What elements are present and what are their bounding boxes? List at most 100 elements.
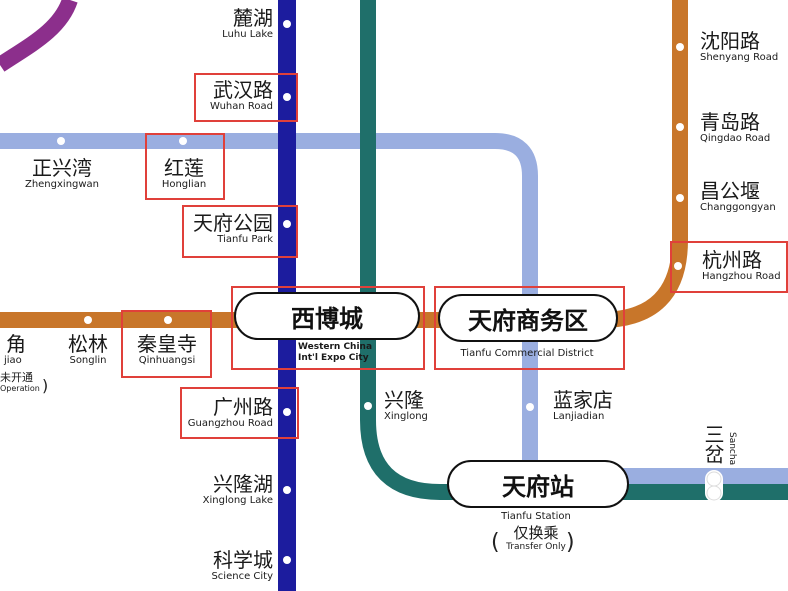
station-xinglong-lake[interactable]: 兴隆湖 Xinglong Lake (203, 474, 273, 506)
station-note-en: Operation (0, 384, 40, 393)
highlight-box (145, 133, 225, 200)
station-sancha-en: Sancha (727, 432, 737, 465)
station-tianfu-cbd-en: Tianfu Commercial District (436, 347, 618, 359)
station-name-en: Zhengxingwan (24, 179, 100, 190)
station-dot (676, 123, 684, 131)
station-note: 未开通 (0, 371, 33, 384)
teal-line (360, 0, 788, 500)
station-name-en: jiao (4, 355, 22, 366)
station-name-zh: 蓝家店 (553, 388, 613, 412)
highlight-box (182, 205, 298, 258)
svg-text:): ) (566, 530, 575, 555)
station-name-zh: 武汉路 (213, 78, 273, 102)
station-tianfu-station-info: Tianfu Station 仅换乘 Transfer Only (446, 510, 626, 552)
station-xibocheng-hub[interactable]: 西博城 (234, 292, 420, 340)
station-name-zh: 青岛路 (700, 110, 760, 134)
station-dot (526, 403, 534, 411)
station-songlin[interactable]: 松林 Songlin (58, 334, 118, 366)
station-zhengxingwan[interactable]: 正兴湾 Zhengxingwan (20, 158, 104, 190)
purple-line (0, 0, 78, 72)
station-honglian[interactable]: 红莲 Honglian (146, 158, 222, 190)
station-name-zh: 兴隆湖 (213, 472, 273, 496)
station-guangzhou-road[interactable]: 广州路 Guangzhou Road (188, 397, 273, 429)
station-tianfu-park[interactable]: 天府公园 Tianfu Park (193, 213, 273, 245)
station-name-en: Songlin (69, 355, 107, 366)
station-name-en: Science City (211, 571, 273, 582)
station-dot (283, 20, 291, 28)
station-name-zh: 秦皇寺 (137, 332, 197, 356)
station-science-city[interactable]: 科学城 Science City (211, 550, 273, 582)
station-changgongyan[interactable]: 昌公堰 Changgongyan (700, 181, 776, 213)
station-dot (674, 262, 682, 270)
station-name-en: Western China (298, 342, 373, 352)
station-dot (676, 43, 684, 51)
station-dot (283, 486, 291, 494)
station-name-zh: 天府商务区 (468, 306, 588, 335)
station-name-zh: 广州路 (213, 395, 273, 419)
station-partial-left[interactable]: 角 jiao 未开通 Operation (0, 334, 40, 393)
station-name-en: Qinhuangsi (138, 355, 196, 366)
station-name-en: Changgongyan (700, 202, 776, 213)
station-luhu[interactable]: 麓湖 Luhu Lake (222, 8, 273, 40)
station-dot (283, 220, 291, 228)
station-dot (283, 93, 291, 101)
highlight-box (194, 73, 298, 122)
station-tianfu-cbd-hub[interactable]: 天府商务区 (438, 294, 618, 342)
station-sancha[interactable]: 三岔 (701, 424, 725, 468)
station-xinglong[interactable]: 兴隆 Xinglong (384, 390, 428, 422)
highlight-box (231, 286, 425, 370)
station-name-en: Tianfu Station (501, 511, 571, 522)
station-name-zh: 角 (6, 332, 26, 356)
station-name-en: Honglian (161, 179, 207, 190)
station-hangzhou-road[interactable]: 杭州路 Hangzhou Road (702, 250, 781, 282)
station-name-en: Shenyang Road (700, 52, 779, 63)
station-xibocheng-en: Western China Int'l Expo City (298, 341, 372, 363)
svg-text:(: ( (491, 530, 500, 555)
station-dot (283, 556, 291, 564)
lightblue-line (0, 133, 788, 484)
station-name-en: Guangzhou Road (187, 418, 273, 429)
station-name-zh: 西博城 (291, 304, 363, 333)
station-tianfu-station-hub[interactable]: 天府站 (447, 460, 629, 508)
station-name-zh: 沈阳路 (700, 29, 760, 53)
station-name-zh: 红莲 (164, 156, 204, 180)
highlight-box (180, 387, 299, 439)
highlight-box (670, 241, 788, 293)
station-name-zh: 科学城 (213, 548, 273, 572)
station-name-en: Qingdao Road (700, 133, 771, 144)
station-name-zh: 兴隆 (384, 388, 424, 412)
station-note-en: Transfer Only (506, 542, 566, 552)
station-name-en: Int'l Expo City (298, 353, 369, 363)
station-name-zh: 三岔 (701, 424, 725, 464)
station-lanjiadian[interactable]: 蓝家店 Lanjiadian (553, 390, 613, 422)
station-dot (164, 316, 172, 324)
station-name-zh: 正兴湾 (32, 156, 92, 180)
station-dot (676, 194, 684, 202)
station-name-en: Lanjiadian (553, 411, 605, 422)
station-dot (84, 316, 92, 324)
station-name-en: Luhu Lake (222, 29, 273, 40)
station-name-zh: 天府站 (502, 472, 574, 501)
station-name-zh: 松林 (68, 332, 108, 356)
station-name-en: Xinglong (384, 411, 428, 422)
station-note: 仅换乘 (513, 524, 559, 542)
station-dot (364, 402, 372, 410)
station-name-en: Wuhan Road (210, 101, 273, 112)
svg-text:): ) (42, 376, 48, 395)
station-wuhan-road[interactable]: 武汉路 Wuhan Road (210, 80, 273, 112)
station-name-zh: 杭州路 (702, 248, 762, 272)
station-name-zh: 昌公堰 (700, 179, 760, 203)
highlight-box (121, 310, 212, 378)
station-dot (179, 137, 187, 145)
station-qinhuangsi[interactable]: 秦皇寺 Qinhuangsi (125, 334, 209, 366)
station-shenyang-road[interactable]: 沈阳路 Shenyang Road (700, 31, 778, 63)
station-name-en: Tianfu Park (217, 234, 273, 245)
station-name-zh: 天府公园 (193, 211, 273, 235)
highlight-box (434, 286, 625, 370)
station-name-en: Tianfu Commercial District (460, 348, 594, 359)
station-dot (57, 137, 65, 145)
station-qingdao-road[interactable]: 青岛路 Qingdao Road (700, 112, 770, 144)
station-dot (283, 408, 291, 416)
station-name-en: Hangzhou Road (702, 271, 781, 282)
station-name-zh: 麓湖 (233, 6, 273, 30)
